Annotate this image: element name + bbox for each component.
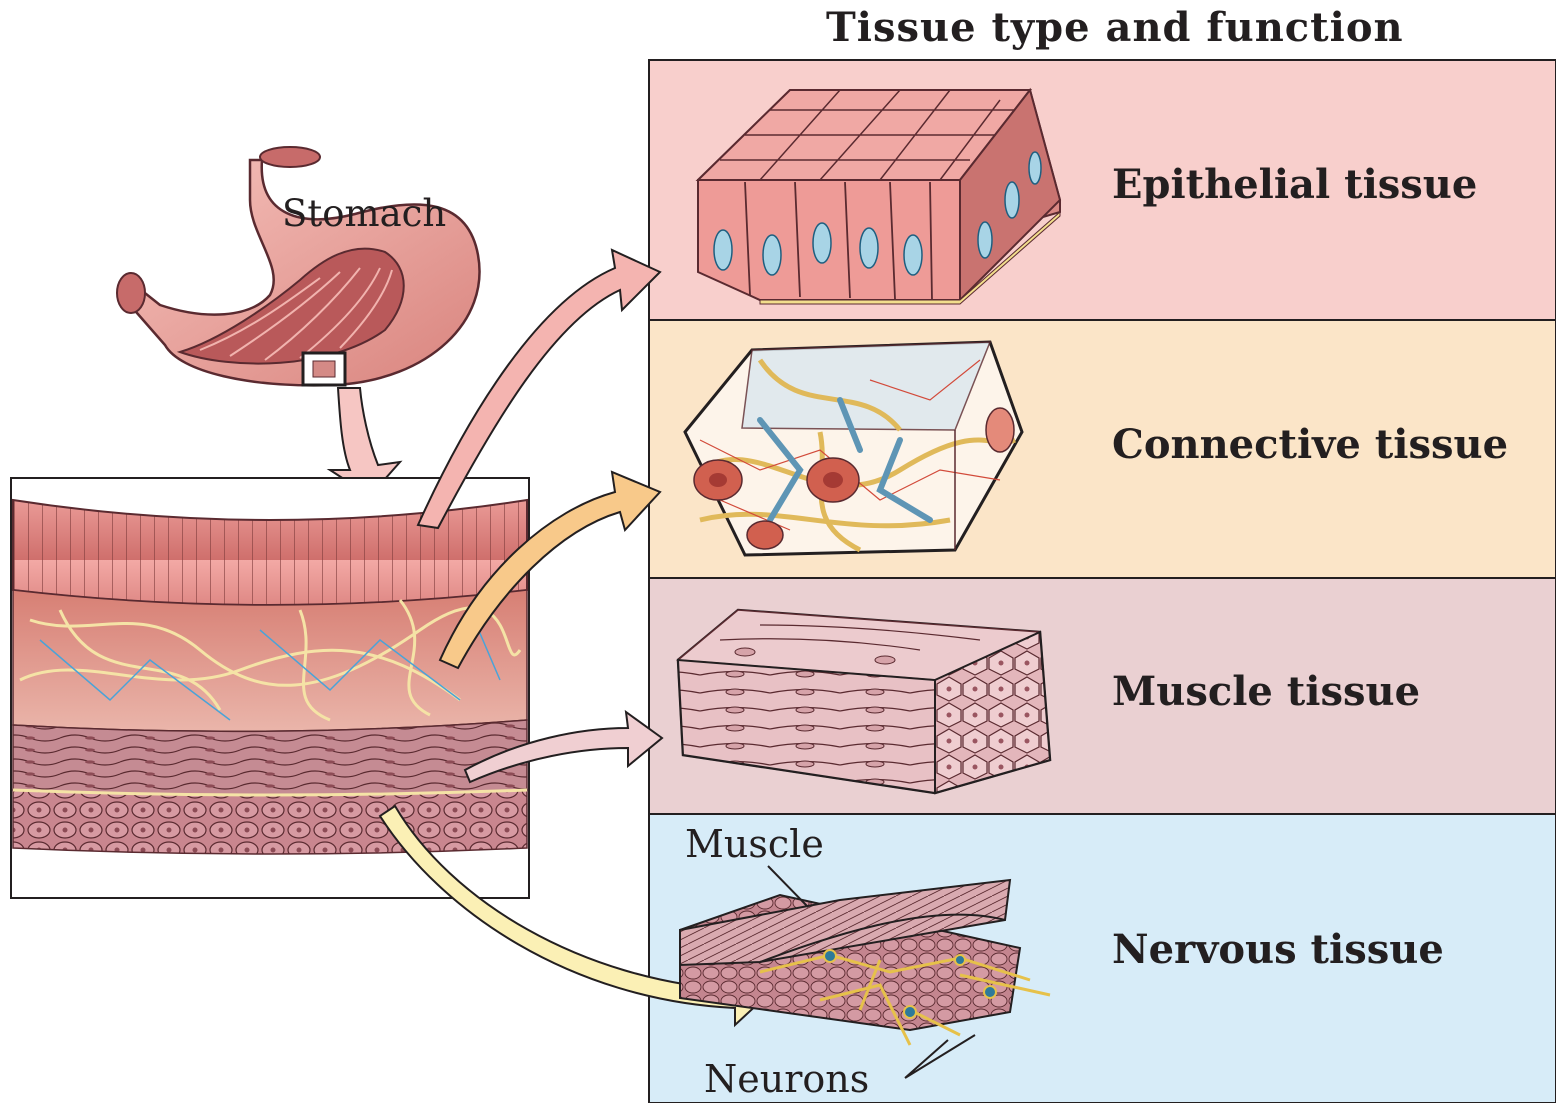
muscle-sublabel: Muscle xyxy=(685,822,824,866)
stomach-label: Stomach xyxy=(282,192,446,235)
nervous-tissue-label: Nervous tissue xyxy=(1112,926,1444,973)
epithelial-tissue-label: Epithelial tissue xyxy=(1112,161,1477,208)
stomach-wall-section xyxy=(11,478,529,898)
stomach-illustration xyxy=(117,147,480,385)
diagram-title: Tissue type and function xyxy=(826,4,1404,51)
muscle-tissue-label: Muscle tissue xyxy=(1112,668,1420,715)
neurons-sublabel: Neurons xyxy=(704,1057,869,1101)
connective-tissue-label: Connective tissue xyxy=(1112,421,1508,468)
connective-block xyxy=(685,342,1022,555)
